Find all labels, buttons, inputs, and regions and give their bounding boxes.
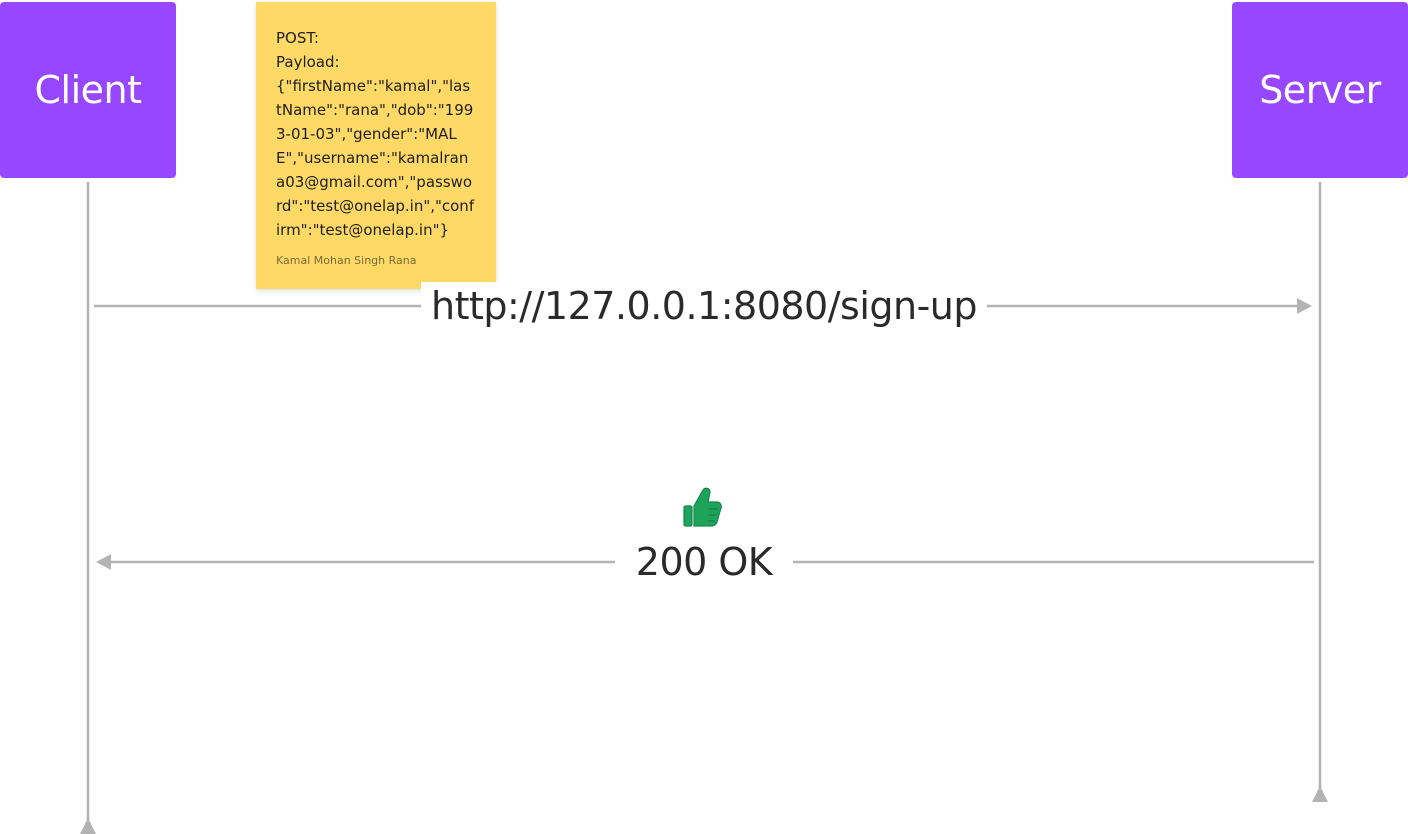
client-label: Client [34,68,142,112]
client-lifeline-arrowhead [80,818,96,834]
request-label[interactable]: http://127.0.0.1:8080/sign-up [421,282,987,330]
sticky-note-body: POST: Payload: {"firstName":"kamal","las… [276,26,476,242]
sticky-note-author: Kamal Mohan Singh Rana [276,254,417,267]
request-arrowhead [1297,298,1312,314]
sticky-note-payload: {"firstName":"kamal","lastName":"rana","… [276,77,475,239]
server-label: Server [1259,68,1381,112]
response-arrowhead [96,554,111,570]
client-actor[interactable]: Client [0,2,176,178]
server-lifeline-arrowhead [1312,786,1328,802]
sticky-note-line: POST: [276,29,319,47]
sticky-note-line: Payload: [276,53,340,71]
response-label[interactable]: 200 OK [615,538,793,586]
thumbs-up-icon [681,485,722,529]
sticky-note[interactable]: POST: Payload: {"firstName":"kamal","las… [256,2,496,289]
server-actor[interactable]: Server [1232,2,1408,178]
